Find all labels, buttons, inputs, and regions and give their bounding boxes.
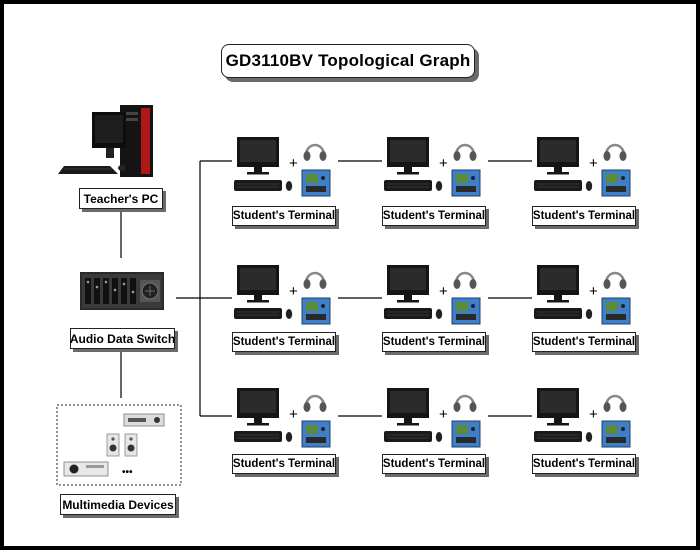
student-terminals-group: + + + + + + + + + — [234, 137, 631, 448]
student-control-panel-icon — [301, 420, 331, 448]
headset-icon — [453, 271, 477, 289]
connection-lines — [120, 160, 532, 417]
plus-sign: + — [289, 155, 298, 172]
teacher-pc-icon — [58, 105, 153, 177]
student-terminal-icon: + — [534, 137, 631, 197]
more-devices-ellipsis: ••• — [122, 467, 133, 478]
diagram-title: GD3110BV Topological Graph — [221, 44, 475, 78]
student-control-panel-icon — [601, 420, 631, 448]
plus-sign: + — [589, 155, 598, 172]
student-terminal-label: Student's Terminal — [232, 206, 336, 226]
student-terminal-icon: + — [234, 265, 331, 325]
student-terminal-label: Student's Terminal — [232, 332, 336, 352]
headset-icon — [603, 271, 627, 289]
student-control-panel-icon — [451, 169, 481, 197]
student-terminal-label: Student's Terminal — [532, 454, 636, 474]
student-terminal-icon: + — [234, 137, 331, 197]
plus-sign: + — [289, 283, 298, 300]
student-terminal-icon: + — [384, 137, 481, 197]
student-terminal-icon: + — [234, 388, 331, 448]
student-control-panel-icon — [301, 169, 331, 197]
audio-switch-label: Audio Data Switch — [70, 328, 175, 349]
student-terminal-icon: + — [384, 265, 481, 325]
plus-sign: + — [439, 155, 448, 172]
multimedia-devices-label: Multimedia Devices — [60, 494, 176, 515]
projector-icon — [63, 461, 109, 477]
plus-sign: + — [439, 283, 448, 300]
plus-sign: + — [289, 406, 298, 423]
student-control-panel-icon — [301, 297, 331, 325]
teacher-pc-label: Teacher's PC — [79, 188, 163, 209]
multimedia-devices-group: ••• — [56, 404, 182, 486]
headset-icon — [303, 394, 327, 412]
headset-icon — [603, 143, 627, 161]
headset-icon — [303, 271, 327, 289]
multimedia-dotted-frame — [56, 404, 182, 486]
student-control-panel-icon — [601, 297, 631, 325]
plus-sign: + — [439, 406, 448, 423]
student-terminal-icon: + — [534, 265, 631, 325]
student-terminal-icon: + — [534, 388, 631, 448]
headset-icon — [453, 394, 477, 412]
student-terminal-label: Student's Terminal — [382, 206, 486, 226]
student-terminal-label: Student's Terminal — [232, 454, 336, 474]
student-control-panel-icon — [601, 169, 631, 197]
speaker-icon — [106, 433, 138, 457]
plus-sign: + — [589, 283, 598, 300]
headset-icon — [603, 394, 627, 412]
headset-icon — [453, 143, 477, 161]
headset-icon — [303, 143, 327, 161]
amplifier-icon — [123, 413, 165, 427]
student-terminal-icon: + — [384, 388, 481, 448]
student-terminal-label: Student's Terminal — [382, 454, 486, 474]
audio-switch-icon — [80, 272, 164, 310]
student-terminal-label: Student's Terminal — [532, 332, 636, 352]
student-control-panel-icon — [451, 420, 481, 448]
plus-sign: + — [589, 406, 598, 423]
student-terminal-label: Student's Terminal — [532, 206, 636, 226]
student-control-panel-icon — [451, 297, 481, 325]
student-terminal-label: Student's Terminal — [382, 332, 486, 352]
